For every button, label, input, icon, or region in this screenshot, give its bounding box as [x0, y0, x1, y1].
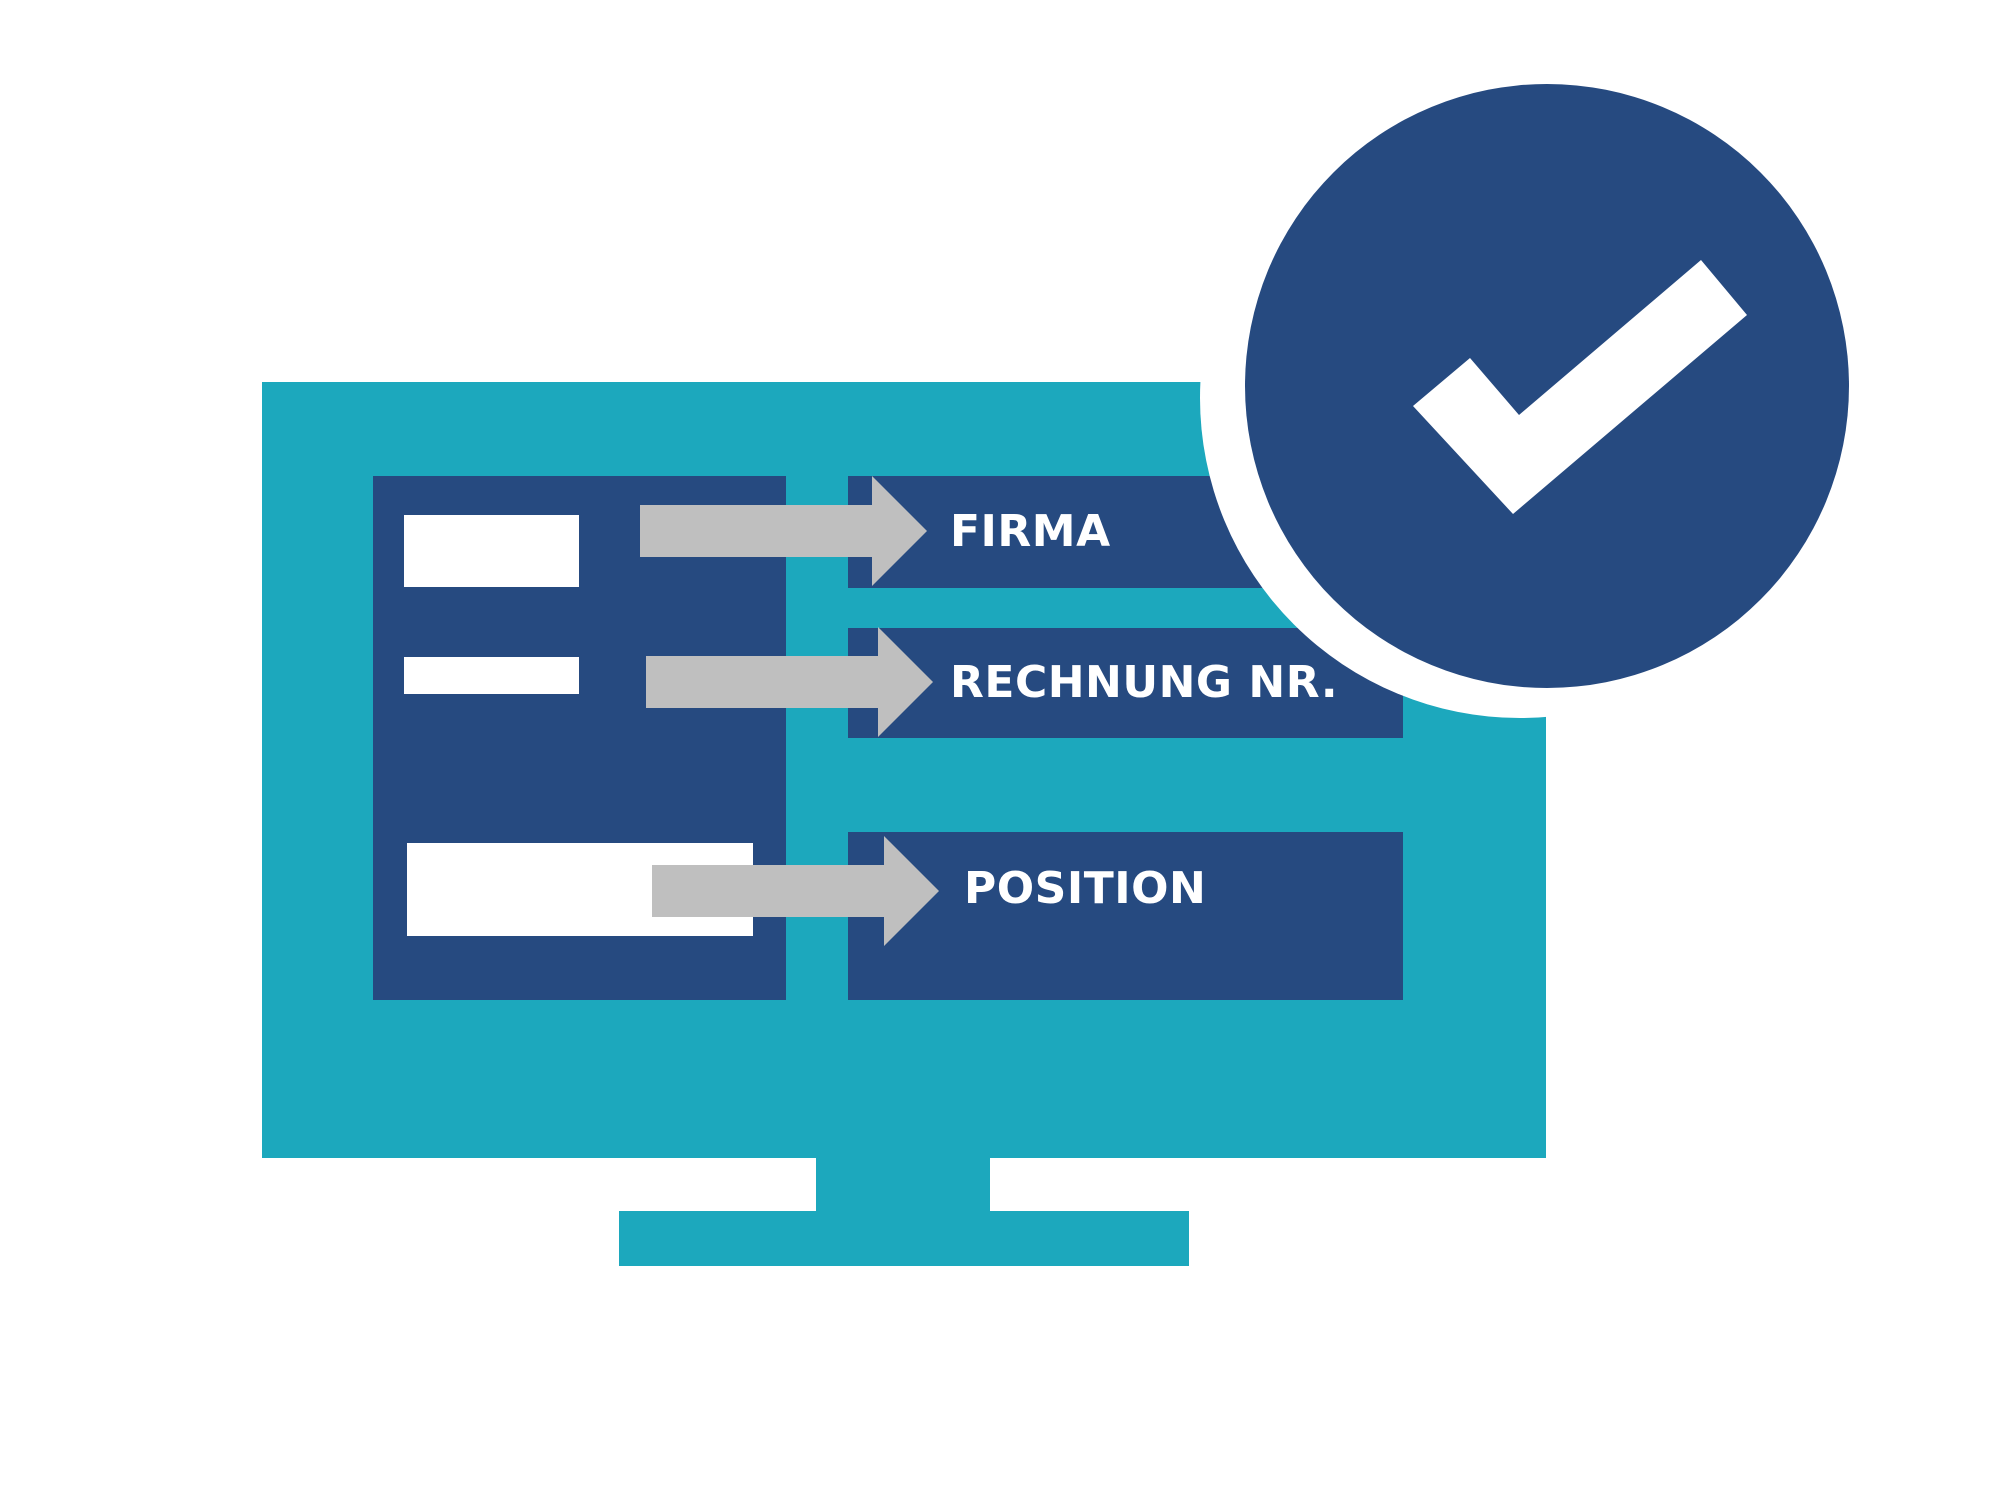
field-position — [848, 832, 1403, 1000]
source-block-rechnung — [404, 657, 579, 694]
arrow-right-icon — [646, 627, 936, 737]
field-label-firma: FIRMA — [950, 506, 1111, 557]
monitor-base — [619, 1211, 1189, 1266]
monitor-neck — [816, 1156, 990, 1214]
field-label-rechnung-nr: RECHNUNG NR. — [950, 657, 1339, 708]
check-badge — [1245, 84, 1849, 688]
arrow-right-icon — [640, 476, 930, 586]
arrow-right-icon — [652, 836, 942, 946]
field-label-position: POSITION — [964, 863, 1207, 914]
source-block-firma — [404, 515, 579, 587]
field-rechnung-nr — [848, 628, 1403, 738]
checkmark-icon — [1245, 84, 1849, 692]
